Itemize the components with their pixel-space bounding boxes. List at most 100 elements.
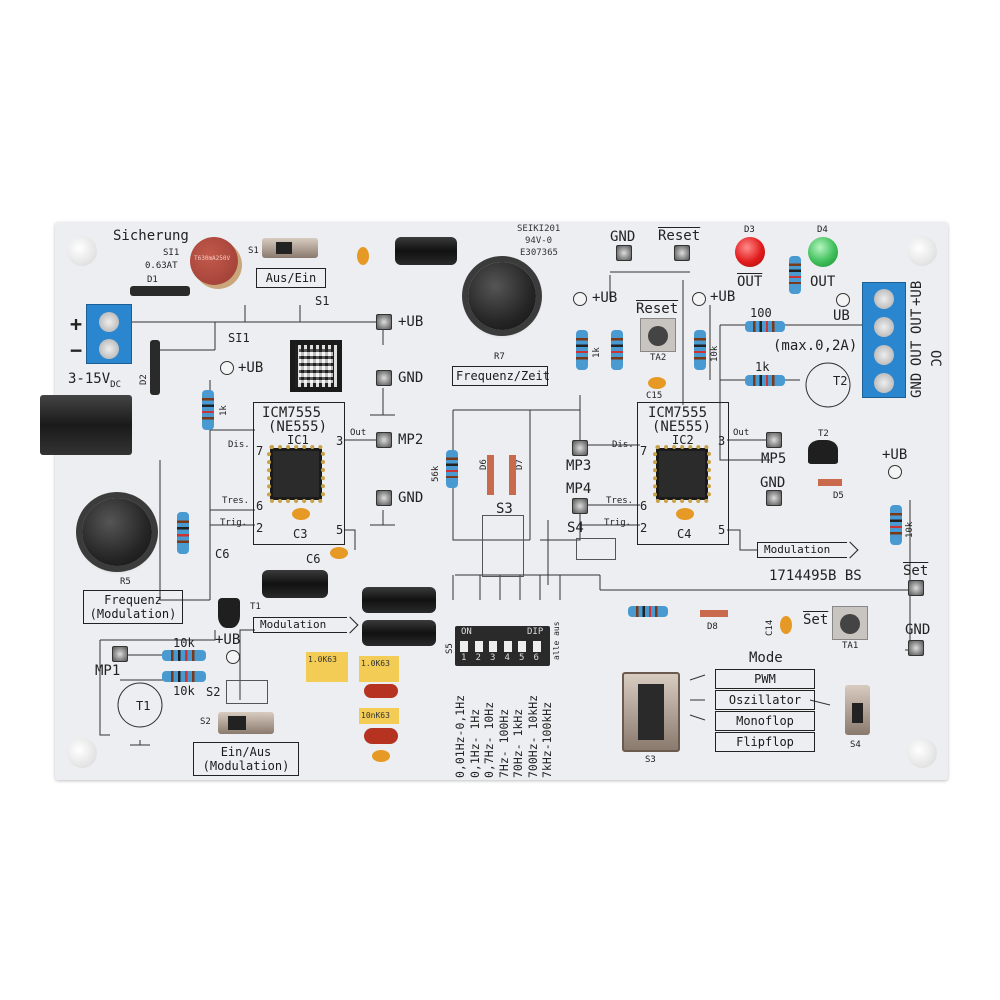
ic2-dis: Dis. bbox=[612, 440, 634, 450]
capacitor-film: 10nK63 bbox=[359, 708, 399, 724]
testpoint-reset[interactable] bbox=[674, 245, 690, 261]
r10k-b-label: 10k bbox=[173, 684, 195, 698]
terminal-ub: +UB bbox=[909, 280, 925, 306]
ic2-pin7: 7 bbox=[640, 444, 648, 458]
dip-toggle[interactable] bbox=[518, 641, 526, 652]
mp4-label: MP4 bbox=[566, 481, 592, 497]
dip-toggle[interactable] bbox=[474, 641, 483, 652]
dip-toggle[interactable] bbox=[532, 641, 541, 652]
testpoint-mp5[interactable] bbox=[766, 432, 782, 448]
out-green-label: OUT bbox=[810, 274, 836, 290]
fuse-marking: T630mA250V bbox=[194, 255, 231, 262]
ic2-tres: Tres. bbox=[606, 496, 634, 506]
terminal-out: OUT bbox=[909, 308, 925, 334]
electrolytic-capacitor bbox=[362, 620, 436, 646]
testpoint-gnd[interactable] bbox=[376, 370, 392, 386]
transistor-t1 bbox=[218, 598, 240, 628]
switch-s1-ref: S1 bbox=[248, 246, 259, 256]
capacitor-red bbox=[364, 684, 398, 698]
testpoint-gnd-2[interactable] bbox=[376, 490, 392, 506]
ic1-alt: (NE555) bbox=[268, 419, 328, 435]
potentiometer-r5[interactable] bbox=[82, 498, 152, 566]
dip-ref: S5 bbox=[445, 643, 455, 654]
ic1-pin5: 5 bbox=[336, 523, 344, 537]
resistor bbox=[611, 330, 623, 370]
dip-toggle[interactable] bbox=[489, 641, 497, 652]
testpoint-ub[interactable] bbox=[376, 314, 392, 330]
ic1-pin2: 2 bbox=[256, 521, 264, 535]
fuse: T630mA250V bbox=[190, 237, 238, 285]
testpoint-gnd-2-label: GND bbox=[398, 490, 424, 506]
testpoint-gnd-4[interactable] bbox=[908, 640, 924, 656]
output-terminal-block[interactable] bbox=[862, 282, 906, 398]
resistor-56k bbox=[446, 450, 458, 488]
d8-label: D8 bbox=[707, 622, 718, 632]
dip-toggle[interactable] bbox=[460, 641, 468, 652]
ic1-name: ICM7555 bbox=[262, 405, 322, 421]
ic2-outline bbox=[637, 402, 729, 545]
dip-on: ON bbox=[461, 627, 472, 637]
dc-jack[interactable] bbox=[40, 395, 132, 455]
r5-ref: R5 bbox=[120, 577, 131, 587]
ic2-name: ICM7555 bbox=[648, 405, 708, 421]
resistor-100 bbox=[745, 321, 785, 332]
potentiometer-r7[interactable] bbox=[468, 262, 536, 330]
ic1-outline bbox=[253, 402, 345, 545]
set-button[interactable] bbox=[832, 606, 868, 640]
diode-d5 bbox=[818, 479, 842, 486]
dip-position-label: 1 bbox=[461, 653, 467, 663]
testpoint-mp2[interactable] bbox=[376, 432, 392, 448]
r5-label: Frequenz(Modulation) bbox=[83, 590, 183, 624]
logo-line-1: SEIKI201 bbox=[517, 224, 561, 234]
datamatrix-code bbox=[290, 340, 342, 392]
ic1-pin3: 3 bbox=[336, 434, 344, 448]
t2-part-label: T2 bbox=[818, 429, 829, 439]
modulation-switch-s2[interactable] bbox=[218, 712, 274, 734]
dip-range-label: 7Hz- 100Hz bbox=[496, 708, 511, 778]
testpoint-set[interactable] bbox=[908, 580, 924, 596]
dip-toggle[interactable] bbox=[503, 641, 512, 652]
capacitor-c14 bbox=[780, 616, 792, 634]
diode-d2-label: D2 bbox=[139, 374, 149, 385]
power-switch[interactable] bbox=[262, 238, 318, 258]
mounting-screw bbox=[67, 236, 97, 266]
fuse-schematic-label: SI1 bbox=[228, 331, 250, 345]
capacitor-c6 bbox=[330, 547, 348, 559]
testpoint-mp2-label: MP2 bbox=[398, 432, 424, 448]
testpoint-gnd-3[interactable] bbox=[766, 490, 782, 506]
testpoint-gnd-top[interactable] bbox=[616, 245, 632, 261]
testpoint-mp4[interactable] bbox=[572, 498, 588, 514]
diode-d1-label: D1 bbox=[147, 275, 158, 285]
mode-option-monoflop: Monoflop bbox=[715, 711, 815, 731]
testpoint-mp3[interactable] bbox=[572, 440, 588, 456]
s2-schematic bbox=[226, 680, 268, 704]
power-terminal-block[interactable] bbox=[86, 304, 132, 364]
voltage-label: 3-15VDC bbox=[68, 372, 121, 390]
s3-schematic-label: S3 bbox=[496, 501, 513, 517]
s4-schematic bbox=[576, 538, 616, 560]
mounting-screw bbox=[907, 236, 937, 266]
ic1-ref: IC1 bbox=[287, 433, 309, 447]
testpoint-mp1[interactable] bbox=[112, 646, 128, 662]
out-red-label: OUT bbox=[737, 274, 763, 290]
pad-ub-2 bbox=[573, 292, 587, 306]
reset-button-label: Reset bbox=[636, 301, 679, 317]
dip-range-label: 7kHz-100kHz bbox=[540, 701, 554, 778]
gnd-top-label: GND bbox=[610, 229, 636, 245]
ic2-pin5: 5 bbox=[718, 523, 726, 537]
mode-switch-s4[interactable] bbox=[845, 685, 870, 735]
capacitor-c3 bbox=[292, 508, 310, 520]
diode-d2 bbox=[150, 340, 160, 395]
dip-position-label: 3 bbox=[490, 653, 496, 663]
gnd-4-label: GND bbox=[905, 622, 931, 638]
reset-button[interactable] bbox=[640, 318, 676, 352]
ic1-chip bbox=[267, 445, 325, 503]
power-switch-label: Aus/Ein bbox=[256, 268, 326, 288]
pad-ub-term bbox=[836, 293, 850, 307]
mode-switch-s3[interactable] bbox=[622, 672, 680, 752]
resistor-10k-set bbox=[890, 505, 902, 545]
dip-position-label: 4 bbox=[504, 653, 510, 663]
gnd-3-label: GND bbox=[760, 475, 786, 491]
ic2-ref: IC2 bbox=[672, 433, 694, 447]
resistor-led bbox=[789, 256, 801, 294]
